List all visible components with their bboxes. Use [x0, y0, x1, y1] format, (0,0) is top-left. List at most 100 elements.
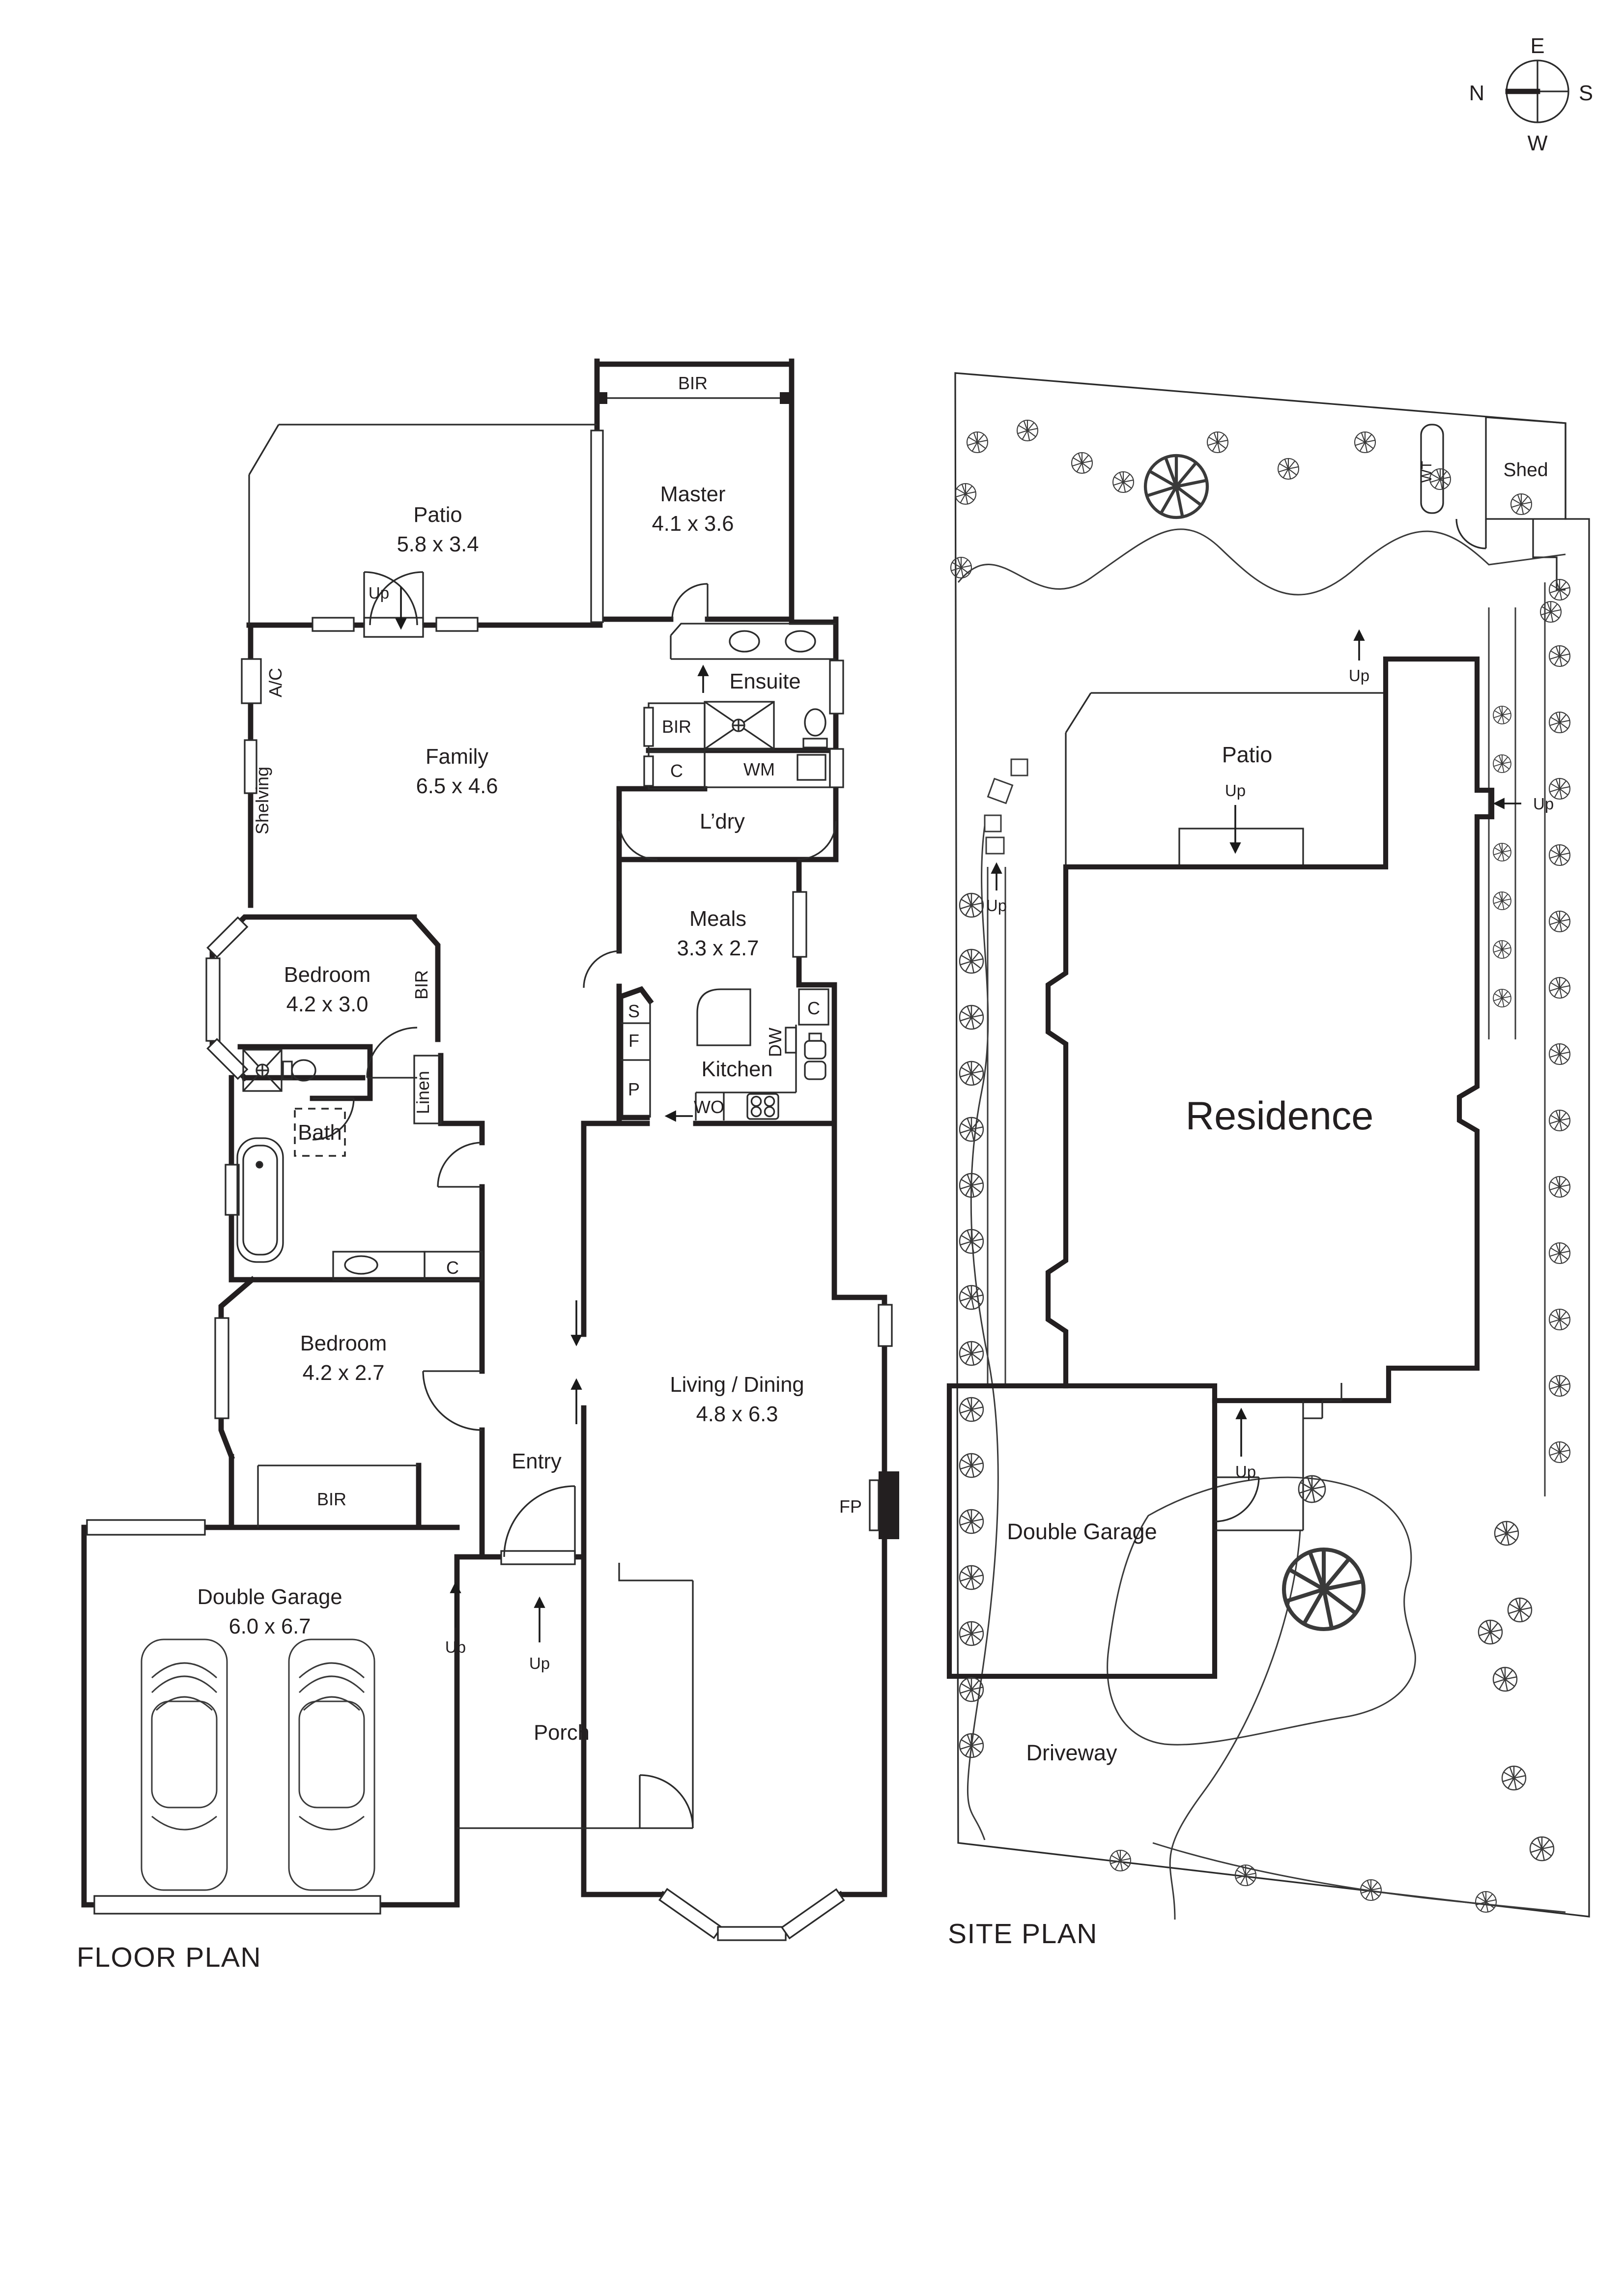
tree-icon [1507, 1597, 1533, 1623]
label-bedroom1: Bedroom [284, 963, 371, 987]
direction-arrows [395, 587, 709, 1642]
tree-icon [1475, 1891, 1497, 1913]
tree-icon [1493, 891, 1511, 910]
label-s: S [628, 1001, 640, 1021]
compass-e: E [1530, 34, 1544, 58]
site-patio-outline [1065, 692, 1386, 867]
label-ac: A/C [265, 668, 285, 697]
label-family-dims: 6.5 x 4.6 [416, 775, 498, 798]
label-wm: WM [743, 759, 775, 779]
label-up-porch: Up [529, 1654, 550, 1672]
floor-plan-outlines [248, 397, 836, 1829]
tree-icon [959, 948, 984, 974]
garden-bed-lines [957, 528, 1566, 1920]
label-living-dims: 4.8 x 6.3 [696, 1403, 778, 1426]
tree-icon [1071, 452, 1093, 474]
tree-icon [1539, 601, 1562, 623]
tree-icon [1548, 976, 1571, 999]
label-bath: Bath [298, 1121, 342, 1145]
compass-n: N [1469, 82, 1484, 105]
windows [86, 430, 893, 1941]
tree-icon [1493, 754, 1511, 773]
label-garage-dims: 6.0 x 6.7 [229, 1615, 311, 1638]
tree-icon [1548, 1043, 1571, 1065]
tree-icon [959, 1509, 984, 1534]
label-meals: Meals [689, 907, 746, 931]
bath-dashed-outline [294, 1108, 346, 1157]
label-up-path: Up [986, 896, 1007, 915]
label-bedroom1-dims: 4.2 x 3.0 [286, 993, 369, 1016]
tree-icon [959, 1565, 984, 1590]
label-c-ensuite: C [670, 761, 683, 781]
tree-icon [1548, 1375, 1571, 1397]
label-up-right: Up [1533, 795, 1554, 813]
tree-icon [959, 1117, 984, 1142]
label-patio-up: Up [369, 584, 389, 602]
stepping-stones [984, 758, 1028, 855]
label-bir-bed2: BIR [317, 1489, 346, 1509]
tree-icon [959, 1285, 984, 1310]
tree-icon [1354, 431, 1376, 454]
doors [312, 571, 837, 1829]
label-garage: Double Garage [197, 1585, 342, 1609]
floor-plan-walls [81, 358, 887, 1936]
floor-plan: BIR Master 4.1 x 3.6 Patio 5.8 x 3.4 Up … [77, 358, 899, 1973]
tree-icon [1016, 419, 1039, 442]
label-entry: Entry [512, 1450, 562, 1473]
tree-icon [959, 1341, 984, 1366]
label-c-bath: C [446, 1258, 459, 1278]
tree-icon [1493, 989, 1511, 1007]
label-bir-top: BIR [678, 373, 708, 393]
label-wt: WT [1419, 461, 1435, 483]
label-linen: Linen [413, 1071, 433, 1114]
label-shed: Shed [1503, 459, 1548, 481]
label-site-garage: Double Garage [1007, 1519, 1157, 1544]
tree-icon [959, 1453, 984, 1478]
label-c-kitchen: C [807, 998, 820, 1018]
fixtures [141, 392, 899, 1891]
tree-icon [950, 556, 972, 579]
tree-icon [1112, 471, 1135, 493]
label-fp: FP [839, 1496, 862, 1517]
label-bedroom2-dims: 4.2 x 2.7 [303, 1361, 385, 1385]
tree-icon [1548, 910, 1571, 933]
label-p: P [628, 1079, 640, 1099]
tree-icon [959, 1004, 984, 1030]
site-porch [1214, 1383, 1342, 1531]
label-meals-dims: 3.3 x 2.7 [677, 937, 759, 960]
tree-icon [959, 1397, 984, 1422]
label-ldry: L’dry [700, 810, 745, 833]
tree-icon [959, 1733, 984, 1758]
compass-rose: N E S W [1469, 34, 1593, 155]
label-up-hall: Up [445, 1638, 466, 1656]
label-patio-dims: 5.8 x 3.4 [397, 533, 479, 556]
label-up-site-porch: Up [1235, 1463, 1256, 1481]
tree-icon [1548, 711, 1571, 734]
tree-icon [1277, 458, 1300, 480]
tree-icon [1548, 1441, 1571, 1464]
label-ensuite: Ensuite [729, 670, 800, 693]
compass-s: S [1579, 82, 1593, 105]
label-living: Living / Dining [670, 1373, 804, 1397]
tree-icon [966, 431, 989, 454]
tree-icon [1493, 940, 1511, 959]
label-shelving: Shelving [252, 767, 272, 834]
label-site-patio: Patio [1222, 742, 1273, 767]
cabinets [241, 658, 831, 1281]
site-arrows [991, 629, 1521, 1457]
label-master: Master [660, 483, 726, 506]
label-bedroom2: Bedroom [300, 1332, 387, 1355]
shed-outline [1485, 416, 1566, 520]
tree-icon [1493, 843, 1511, 861]
site-residence-outline [1045, 656, 1495, 1404]
tree-icon [1493, 706, 1511, 724]
label-up-lobe: Up [1349, 666, 1369, 685]
label-wo: WO [694, 1097, 724, 1117]
tree-icon [959, 1229, 984, 1254]
label-bir-ensuite: BIR [662, 717, 691, 737]
tree-icon [1548, 645, 1571, 667]
tree-icon [1548, 1109, 1571, 1132]
label-residence: Residence [1186, 1094, 1374, 1138]
